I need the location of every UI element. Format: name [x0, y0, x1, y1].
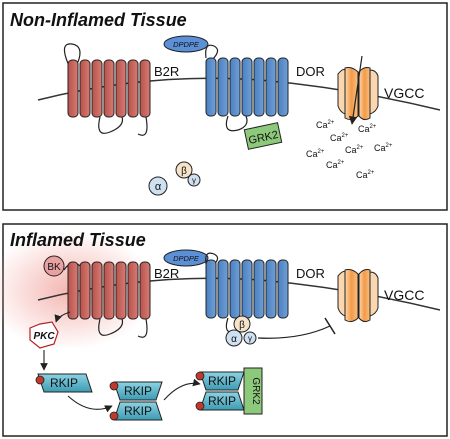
dor-label: DOR	[296, 266, 325, 281]
dpdpe-label: DPDPE	[173, 40, 200, 49]
inhibition-line	[257, 325, 331, 339]
g-gamma-subunit	[243, 331, 257, 345]
rkip-label: RKIP	[50, 376, 78, 390]
panel-title: Inflamed Tissue	[10, 230, 146, 250]
calcium-ions: Ca2+ Ca2+ Ca2+ Ca2+ Ca2+ Ca2+ Ca2+ Ca2+	[306, 120, 393, 180]
rkip-monomer: RKIP	[35, 373, 113, 413]
pkc-kinase: PKC	[29, 311, 71, 371]
svg-text:γ: γ	[248, 334, 252, 343]
bk-ligand	[43, 255, 65, 277]
grk2-label: GRK2	[250, 377, 261, 405]
rkip-label: RKIP	[124, 384, 152, 398]
dpdpe-ligand	[163, 249, 209, 267]
grk2-box: GRK2	[243, 122, 283, 150]
dor-receptor: DPDPE DOR	[163, 249, 325, 334]
g-protein-free: α β γ	[148, 161, 201, 196]
b2r-label: B2R	[154, 64, 179, 79]
vgcc-label: VGCC	[384, 287, 424, 303]
b2r-extracellular-loop	[63, 43, 81, 69]
phospho-site	[195, 401, 205, 411]
vgcc-channel: VGCC	[337, 269, 424, 323]
b2r-intracellular-tail	[98, 116, 148, 136]
svg-text:α: α	[155, 181, 162, 193]
phospho-site	[109, 411, 119, 421]
calcium-influx-arrow	[348, 55, 363, 125]
bk-label: BK	[47, 262, 61, 273]
g-alpha-subunit	[148, 176, 168, 196]
panel-non-inflamed: Non-Inflamed Tissue B2R DPDPE	[2, 2, 448, 211]
svg-text:β: β	[181, 166, 187, 177]
rkip-label: RKIP	[124, 404, 152, 418]
dor-extracellular-loop	[205, 44, 219, 61]
g-alpha-subunit	[225, 329, 243, 347]
rkip-label: RKIP	[208, 394, 236, 408]
panel-inflamed: Inflamed Tissue BK B2R DPDPE	[0, 223, 448, 437]
rkip-grk2-binding-arrow	[163, 378, 201, 401]
b2r-to-pkc-arrow	[54, 311, 71, 323]
grk2-box	[243, 367, 263, 415]
calcium-ion: Ca2+	[330, 133, 349, 143]
svg-text:α: α	[231, 334, 237, 345]
panel-title: Non-Inflamed Tissue	[10, 10, 187, 30]
vgcc-label: VGCC	[384, 85, 424, 101]
dpdpe-label: DPDPE	[173, 254, 200, 263]
dpdpe-ligand	[163, 35, 209, 53]
panel-border	[2, 2, 448, 211]
g-beta-subunit	[175, 161, 193, 179]
b2r-receptor: B2R	[63, 43, 179, 136]
panel-border	[2, 223, 448, 437]
g-gamma-subunit	[187, 173, 201, 187]
dor-intracellular-tail	[225, 115, 248, 132]
rkip-label: RKIP	[208, 374, 236, 388]
inhibition-bar	[324, 317, 336, 335]
phospho-site	[109, 381, 119, 391]
rkip-dimerization-arrow	[67, 395, 113, 413]
g-beta-subunit	[233, 315, 251, 333]
rkip-grk2-complex: RKIP RKIP GRK2	[195, 367, 263, 415]
g-protein-bound: α β γ	[225, 315, 336, 347]
vgcc-channel: VGCC	[337, 55, 424, 125]
calcium-ion: Ca2+	[306, 149, 325, 159]
calcium-ion: Ca2+	[356, 170, 375, 180]
calcium-ion: Ca2+	[326, 160, 345, 170]
svg-text:β: β	[239, 320, 245, 331]
phospho-site	[35, 375, 45, 385]
calcium-ion: Ca2+	[358, 124, 377, 134]
dor-label: DOR	[296, 64, 325, 79]
calcium-ion: Ca2+	[374, 143, 393, 153]
rkip-dimer: RKIP RKIP	[109, 378, 201, 421]
calcium-ion: Ca2+	[316, 120, 335, 130]
svg-text:γ: γ	[192, 176, 196, 185]
pkc-label: PKC	[33, 331, 55, 342]
b2r-receptor: B2R	[63, 261, 179, 338]
dor-receptor: DPDPE DOR GRK2	[163, 35, 325, 150]
phospho-site	[195, 371, 205, 381]
calcium-ion: Ca2+	[345, 145, 364, 155]
b2r-label: B2R	[154, 266, 179, 281]
